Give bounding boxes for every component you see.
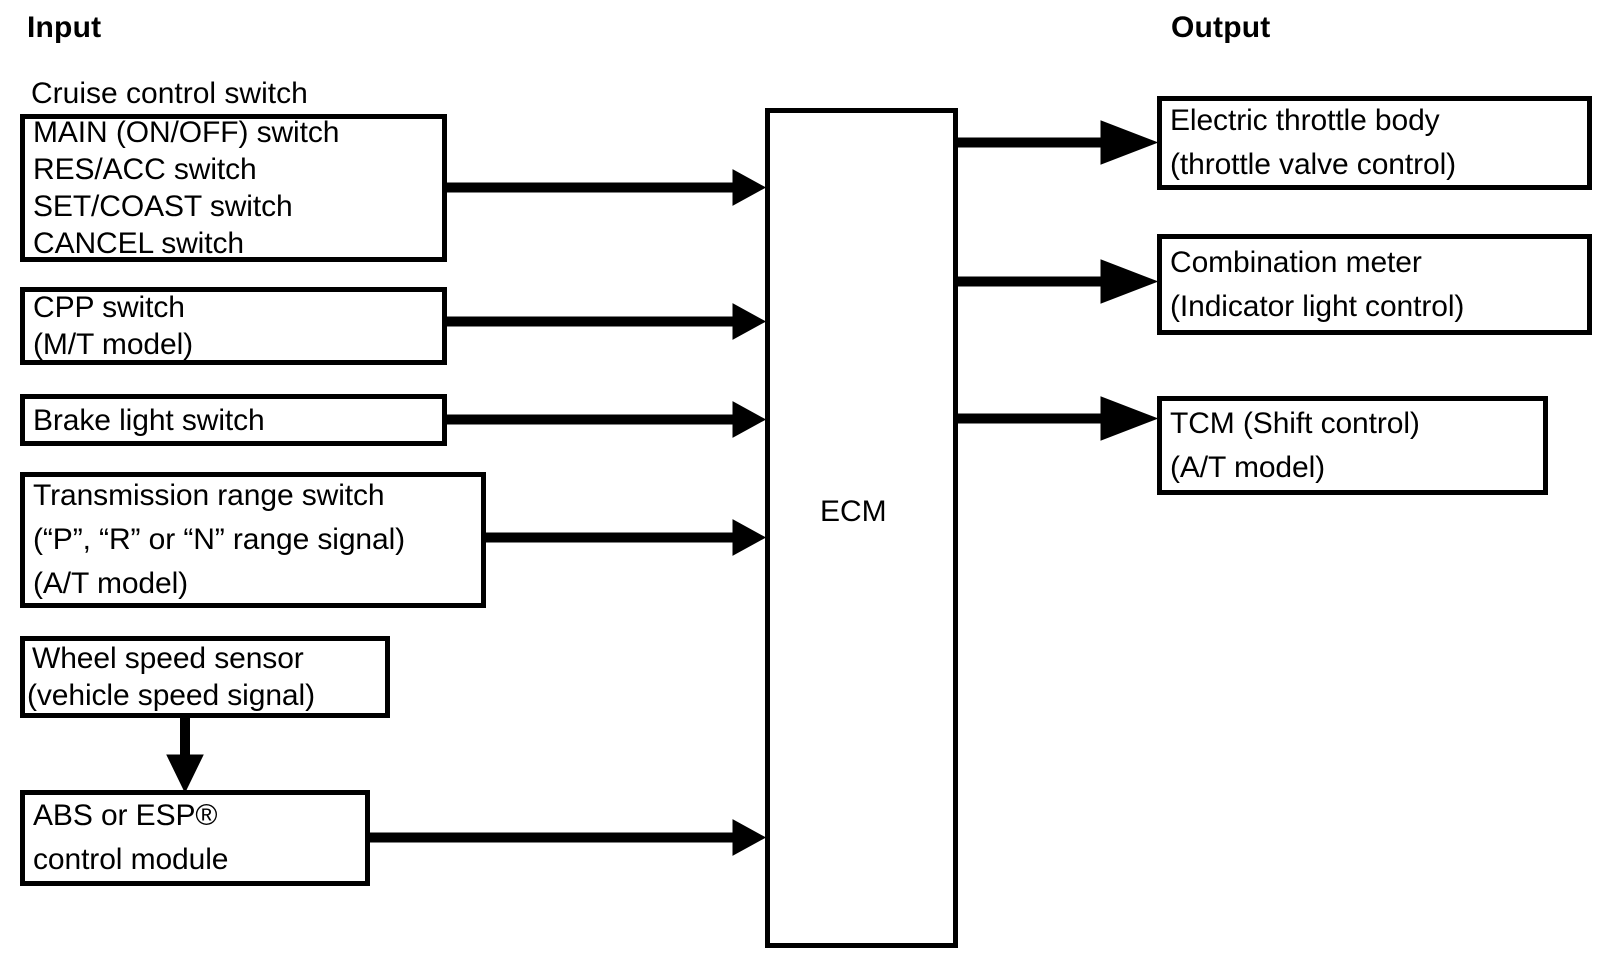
box-line: CPP switch <box>33 291 185 324</box>
transmission-range-switch-box: Transmission range switch (“P”, “R” or “… <box>20 472 486 608</box>
abs-esp-control-module-box: ABS or ESP® control module <box>20 790 370 886</box>
box-line: CANCEL switch <box>33 227 244 260</box>
arrow-ecm-to-combination-meter <box>957 259 1159 304</box>
box-line: (A/T model) <box>33 567 189 600</box>
box-line: (throttle valve control) <box>1170 148 1457 181</box>
box-line: (M/T model) <box>33 328 194 361</box>
cruise-control-switch-caption: Cruise control switch <box>31 77 308 110</box>
box-line: MAIN (ON/OFF) switch <box>33 116 340 149</box>
box-line: (Indicator light control) <box>1170 289 1465 323</box>
box-line: (vehicle speed signal) <box>27 679 315 712</box>
arrow-brake-light-switch-to-ecm <box>446 401 767 438</box>
box-line: (A/T model) <box>1170 450 1326 484</box>
input-section-header: Input <box>27 11 102 44</box>
box-line: (“P”, “R” or “N” range signal) <box>33 523 406 556</box>
tcm-shift-control-box: TCM (Shift control) (A/T model) <box>1157 396 1548 495</box>
box-line: SET/COAST switch <box>33 190 293 223</box>
box-line: Electric throttle body <box>1170 104 1440 137</box>
box-line: Brake light switch <box>33 403 265 437</box>
arrow-ecm-to-tcm <box>957 396 1159 441</box>
box-line: TCM (Shift control) <box>1170 406 1420 440</box>
ecm-label: ECM <box>820 495 887 528</box>
box-line: RES/ACC switch <box>33 153 257 186</box>
arrow-cruise-control-to-ecm <box>446 169 767 206</box>
box-line: Wheel speed sensor <box>32 642 304 675</box>
arrow-wheel-speed-to-abs-module <box>166 715 204 794</box>
ecm-box <box>765 108 958 948</box>
brake-light-switch-box: Brake light switch <box>20 394 447 446</box>
electric-throttle-body-box: Electric throttle body (throttle valve c… <box>1157 96 1592 190</box>
cpp-switch-box: CPP switch (M/T model) <box>20 287 447 365</box>
box-line: ABS or ESP® <box>33 799 218 832</box>
box-line: Transmission range switch <box>33 479 385 512</box>
arrow-transmission-range-switch-to-ecm <box>485 519 767 556</box>
combination-meter-box: Combination meter (Indicator light contr… <box>1157 234 1592 335</box>
box-line: control module <box>33 843 229 876</box>
arrow-abs-module-to-ecm <box>369 819 767 856</box>
box-line: Combination meter <box>1170 245 1422 279</box>
output-section-header: Output <box>1171 11 1271 44</box>
cruise-control-switch-box: MAIN (ON/OFF) switch RES/ACC switch SET/… <box>20 114 447 262</box>
arrow-ecm-to-electric-throttle-body <box>957 120 1159 165</box>
wheel-speed-sensor-box: Wheel speed sensor (vehicle speed signal… <box>20 636 390 718</box>
arrow-cpp-switch-to-ecm <box>446 303 767 340</box>
